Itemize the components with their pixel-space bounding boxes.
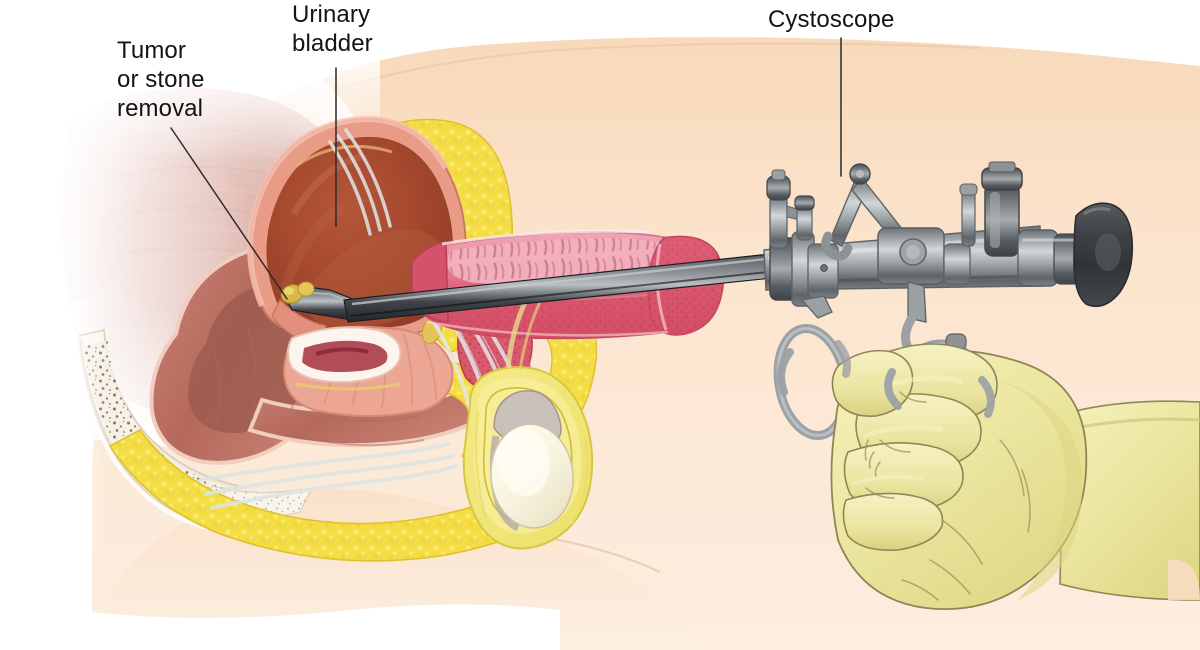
- telescope-body: [1017, 229, 1081, 287]
- scrotum-and-testis: [462, 298, 594, 550]
- sheath-lock-collar[interactable]: [769, 231, 839, 307]
- leader-lines: [170, 37, 842, 300]
- label-cystoscope: Cystoscope: [768, 6, 895, 33]
- working-channel-pin[interactable]: [959, 183, 978, 247]
- label-urinary-bladder: Urinary bladder: [292, 1, 373, 57]
- cystoscope-shaft[interactable]: [279, 253, 773, 323]
- working-channel-port[interactable]: [981, 161, 1023, 257]
- leader-tumor: [170, 127, 288, 300]
- eyepiece[interactable]: [1073, 202, 1134, 308]
- irrigation-stopcock[interactable]: [794, 195, 815, 241]
- prostate-and-posterior-urethra: [282, 325, 454, 417]
- label-tumor-or-stone-removal: Tumor or stone removal: [117, 37, 205, 122]
- bridge-block[interactable]: [877, 227, 971, 285]
- gloved-hand: [830, 343, 1200, 610]
- finger-ring-overlap: [777, 340, 995, 418]
